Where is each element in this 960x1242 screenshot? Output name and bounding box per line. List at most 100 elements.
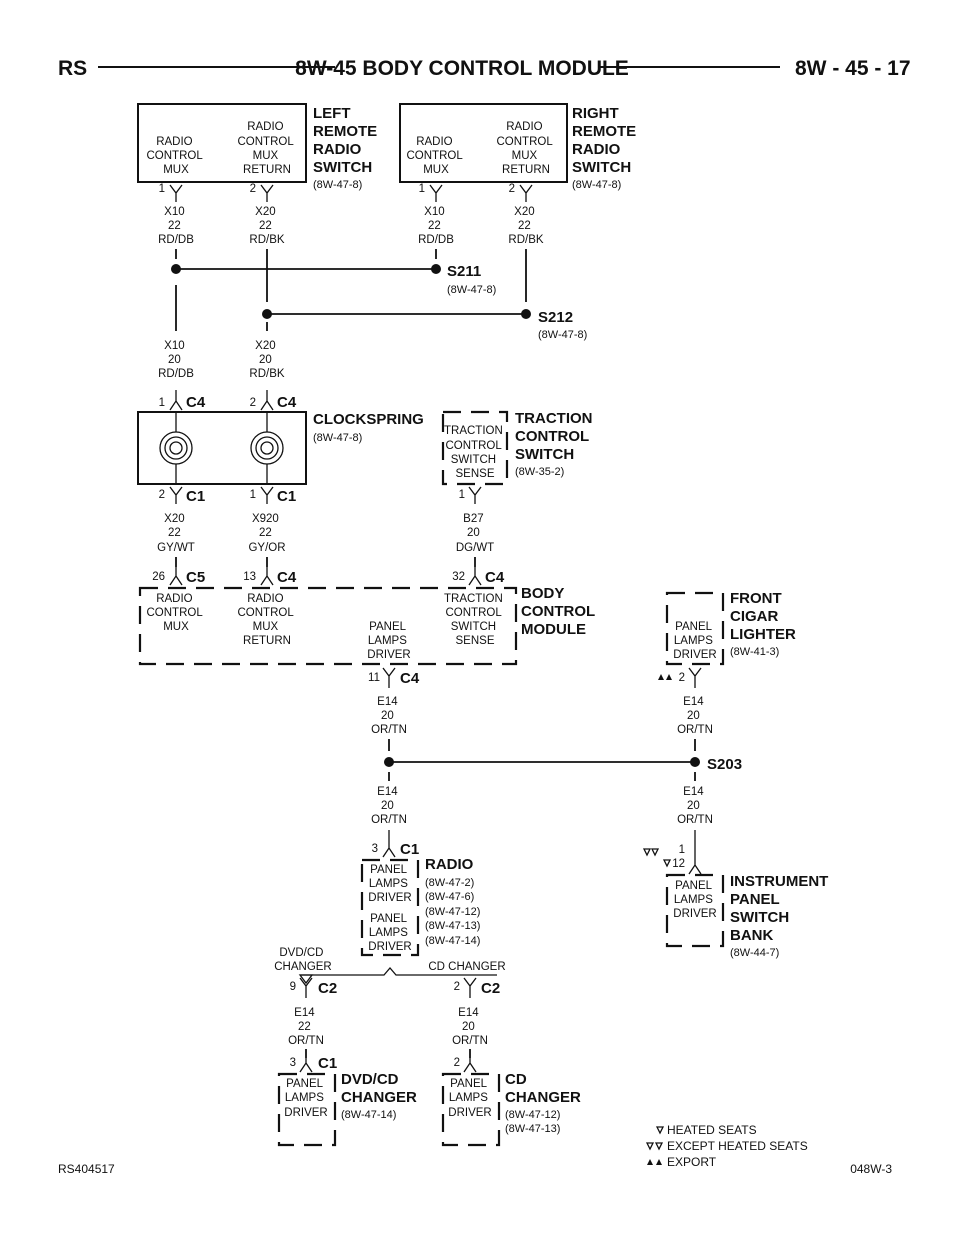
wire-label-b27: B27 20 DG/WT <box>456 513 494 554</box>
legend-export: EXPORT <box>667 1155 717 1169</box>
clockspring-ref: (8W-47-8) <box>313 432 362 444</box>
bcm-pin13-number: 13 <box>243 571 256 583</box>
right-remote-radio-switch: RADIO CONTROL MUX RADIO CONTROL MUX RETU… <box>399 103 636 246</box>
footer-left-id: RS404517 <box>58 1162 115 1176</box>
cd-pin2-number: 2 <box>454 1057 460 1069</box>
bcm-pin11-number: 11 <box>368 672 380 684</box>
right-switch-pin2-label: RADIO CONTROL MUX RETURN <box>496 121 555 176</box>
connector-c1-label-4: C1 <box>318 1055 337 1072</box>
splice-dot-x10-left <box>171 264 181 274</box>
radio: 3 C1 PANEL LAMPS DRIVER PANEL LAMPS DRIV… <box>274 830 506 1047</box>
left-switch-pin2-number: 2 <box>250 183 256 195</box>
splice-s211-dot <box>431 264 441 274</box>
cd-refs: (8W-47-12) (8W-47-13) <box>505 1109 564 1135</box>
left-switch-ref: (8W-47-8) <box>313 179 362 191</box>
splice-s203-label: S203 <box>707 756 742 773</box>
splice-s211-label: S211 <box>447 263 481 280</box>
wire-label-e14-22: E14 22 OR/TN <box>288 1007 324 1047</box>
radio-c2-pin9-terminal <box>299 977 313 998</box>
bcm-pin13-terminal <box>260 567 274 586</box>
radio-c2-pin9-number: 9 <box>290 981 296 993</box>
connector-c2-label-1: C2 <box>318 980 337 997</box>
clockspring: 1 C4 2 C4 CLOCKSPRING (8W-47-8) 2 C1 1 C… <box>137 390 424 554</box>
dvd-title: DVD/CD CHANGER <box>341 1071 417 1106</box>
right-switch-pin2-terminal <box>519 184 533 202</box>
clockspring-top-pin2-number: 2 <box>250 397 256 409</box>
cigar-lighter-title: FRONT CIGAR LIGHTER <box>730 590 796 643</box>
body-control-module: 26 C5 13 C4 32 C4 RADIO CONTROL MUX RADI… <box>138 557 595 736</box>
wire-label-e14-cigar: E14 20 OR/TN <box>677 696 713 736</box>
bcm-pin32-number: 32 <box>452 571 465 583</box>
cd-box <box>441 1072 501 1147</box>
dvd-box <box>277 1072 337 1147</box>
bcm-pin26-number: 26 <box>152 571 165 583</box>
cd-title: CD CHANGER <box>505 1071 581 1106</box>
left-remote-radio-switch: RADIO CONTROL MUX RADIO CONTROL MUX RETU… <box>137 103 381 246</box>
wire-label-e14-bcm: E14 20 OR/TN <box>371 696 407 736</box>
cigar-lighter-box <box>665 591 725 666</box>
clockspring-pin2-terminal <box>260 390 274 411</box>
left-switch-title: LEFT REMOTE RADIO SWITCH <box>313 105 381 176</box>
bcm-pin-radio-mux-return: RADIO CONTROL MUX RETURN <box>237 593 296 647</box>
clockspring-bottom-pin2-number: 2 <box>159 489 165 501</box>
wire-label-x20-gywt: X20 22 GY/WT <box>157 513 195 554</box>
ipsb-ref: (8W-44-7) <box>730 947 779 959</box>
wire-label-x10-20: X10 20 RD/DB <box>158 340 194 380</box>
dvd-cd-changer: 3 C1 PANEL LAMPS DRIVER DVD/CD CHANGER (… <box>277 1049 417 1147</box>
connector-c4-label-5: C4 <box>400 670 420 687</box>
bcm-pin11-terminal <box>382 667 396 688</box>
traction-switch-title: TRACTION CONTROL SWITCH <box>515 410 597 463</box>
connector-c4-label-2: C4 <box>277 394 297 411</box>
instrument-panel-switch-bank: 1 12 PANEL LAMPS DRIVER INSTRUMENT PANEL… <box>642 830 828 959</box>
splice-s211-ref: (8W-47-8) <box>447 284 496 296</box>
connector-c4-label-4: C4 <box>485 569 505 586</box>
right-switch-ref: (8W-47-8) <box>572 179 621 191</box>
radio-pin-b-label: PANEL LAMPS DRIVER <box>368 913 411 953</box>
splice-s212-dot <box>521 309 531 319</box>
splice-dot-e14-left <box>384 757 394 767</box>
legend: HEATED SEATS EXCEPT HEATED SEATS EXPORT <box>645 1123 808 1169</box>
traction-control-switch: TRACTION CONTROL SWITCH SENSE TRACTION C… <box>441 410 597 554</box>
bcm-pin-panel-lamps: PANEL LAMPS DRIVER <box>367 621 410 661</box>
header-title: 8W-45 BODY CONTROL MODULE <box>295 57 629 80</box>
connector-c1-label-2: C1 <box>277 488 296 505</box>
dvd-ref: (8W-47-14) <box>341 1109 396 1121</box>
radio-pin-a-label: PANEL LAMPS DRIVER <box>368 864 411 904</box>
traction-switch-terminal <box>468 486 482 504</box>
connector-c4-label-1: C4 <box>186 394 206 411</box>
connector-c1-label-3: C1 <box>400 841 419 858</box>
wire-label-x20-22-left: X20 22 RD/BK <box>249 206 284 246</box>
connector-c1-label-1: C1 <box>186 488 205 505</box>
wire-label-x20-22-right: X20 22 RD/BK <box>508 206 543 246</box>
ipsb-terminal <box>688 830 702 875</box>
traction-switch-ref: (8W-35-2) <box>515 466 564 478</box>
right-switch-pin2-number: 2 <box>509 183 515 195</box>
ipsb-pin-label: PANEL LAMPS DRIVER <box>673 880 716 920</box>
splice-s212-label: S212 <box>538 309 573 326</box>
radio-refs: (8W-47-2) (8W-47-6) (8W-47-12) (8W-47-13… <box>425 877 484 947</box>
legend-heated-seats-icon <box>655 1126 665 1135</box>
left-switch-pin2-label: RADIO CONTROL MUX RETURN <box>237 121 296 176</box>
clockspring-box <box>137 411 307 485</box>
traction-switch-box <box>441 410 509 486</box>
right-switch-pin1-number: 1 <box>419 183 425 195</box>
bcm-pin-traction-sense: TRACTION CONTROL SWITCH SENSE <box>444 593 506 647</box>
radio-changer-switch-line <box>300 967 497 976</box>
traction-switch-pin-number: 1 <box>459 489 465 501</box>
radio-pin3-number: 3 <box>372 843 378 855</box>
dvd-pin3-terminal <box>299 1058 313 1073</box>
radio-c2-pin2-number: 2 <box>454 981 460 993</box>
header-section-code: RS <box>58 57 87 80</box>
left-switch-pin1-number: 1 <box>159 183 165 195</box>
bcm-pin32-terminal <box>468 567 482 586</box>
wire-label-x10-22-right: X10 22 RD/DB <box>418 206 454 246</box>
radio-title: RADIO <box>425 856 474 873</box>
left-switch-pin2-terminal <box>260 184 274 202</box>
cigar-lighter-pin-label: PANEL LAMPS DRIVER <box>673 621 716 661</box>
wire-label-x20-20: X20 20 RD/BK <box>249 340 284 380</box>
export-symbol-cigar <box>658 674 672 680</box>
clockspring-bottom-pin1-number: 1 <box>250 489 256 501</box>
clockspring-coil-left <box>159 412 193 484</box>
legend-export-icon <box>647 1159 662 1165</box>
